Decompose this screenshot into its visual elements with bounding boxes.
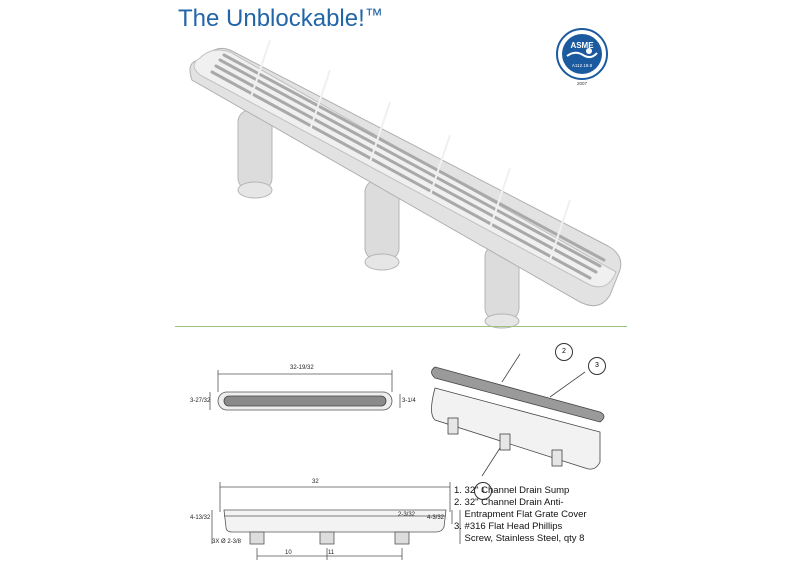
asme-logo: ASME A112.19.8 2007 — [556, 28, 608, 86]
section-divider — [175, 326, 627, 327]
parts-list-item: Screw, Stainless Steel, qty 8 — [454, 533, 585, 544]
dim-top-left: 3-27/32 — [190, 398, 211, 404]
exploded-view-drawing — [431, 353, 605, 477]
callout-1: 1 — [474, 482, 492, 500]
dim-spacing-2: 11 — [328, 550, 335, 556]
dim-side-right-outer: 4-3/32 — [427, 515, 445, 521]
callout-2: 2 — [555, 343, 573, 361]
dim-top-right: 3-1/4 — [402, 398, 416, 404]
svg-text:A112.19.8: A112.19.8 — [572, 63, 593, 68]
technical-drawing — [209, 353, 605, 560]
side-view-drawing — [211, 482, 461, 560]
parts-list-item: 3. #316 Flat Head Phillips — [454, 521, 563, 532]
parts-list-item: 2. 32" Channel Drain Anti- — [454, 497, 564, 508]
dim-spacing-1: 10 — [285, 550, 292, 556]
parts-list: 1. 32" Channel Drain Sump 2. 32" Channel… — [454, 485, 624, 545]
dim-top-length: 32-19/32 — [290, 365, 314, 371]
dim-side-left: 4-13/32 — [190, 515, 211, 521]
channel-drain-render — [189, 40, 622, 329]
callout-3: 3 — [588, 357, 606, 375]
page-title: The Unblockable!™ — [178, 5, 383, 32]
parts-list-item: Entrapment Flat Grate Cover — [454, 509, 587, 520]
grate-slots — [210, 53, 606, 280]
top-view-drawing — [209, 370, 401, 411]
parts-list-item: 1. 32" Channel Drain Sump — [454, 485, 570, 496]
svg-text:2007: 2007 — [577, 81, 588, 86]
dim-side-length: 32 — [312, 479, 319, 485]
dim-side-right-inner: 2-3/32 — [398, 512, 416, 518]
dim-pipe: 3X Ø 2-3/8 — [212, 539, 242, 545]
svg-text:ASME: ASME — [570, 41, 594, 50]
